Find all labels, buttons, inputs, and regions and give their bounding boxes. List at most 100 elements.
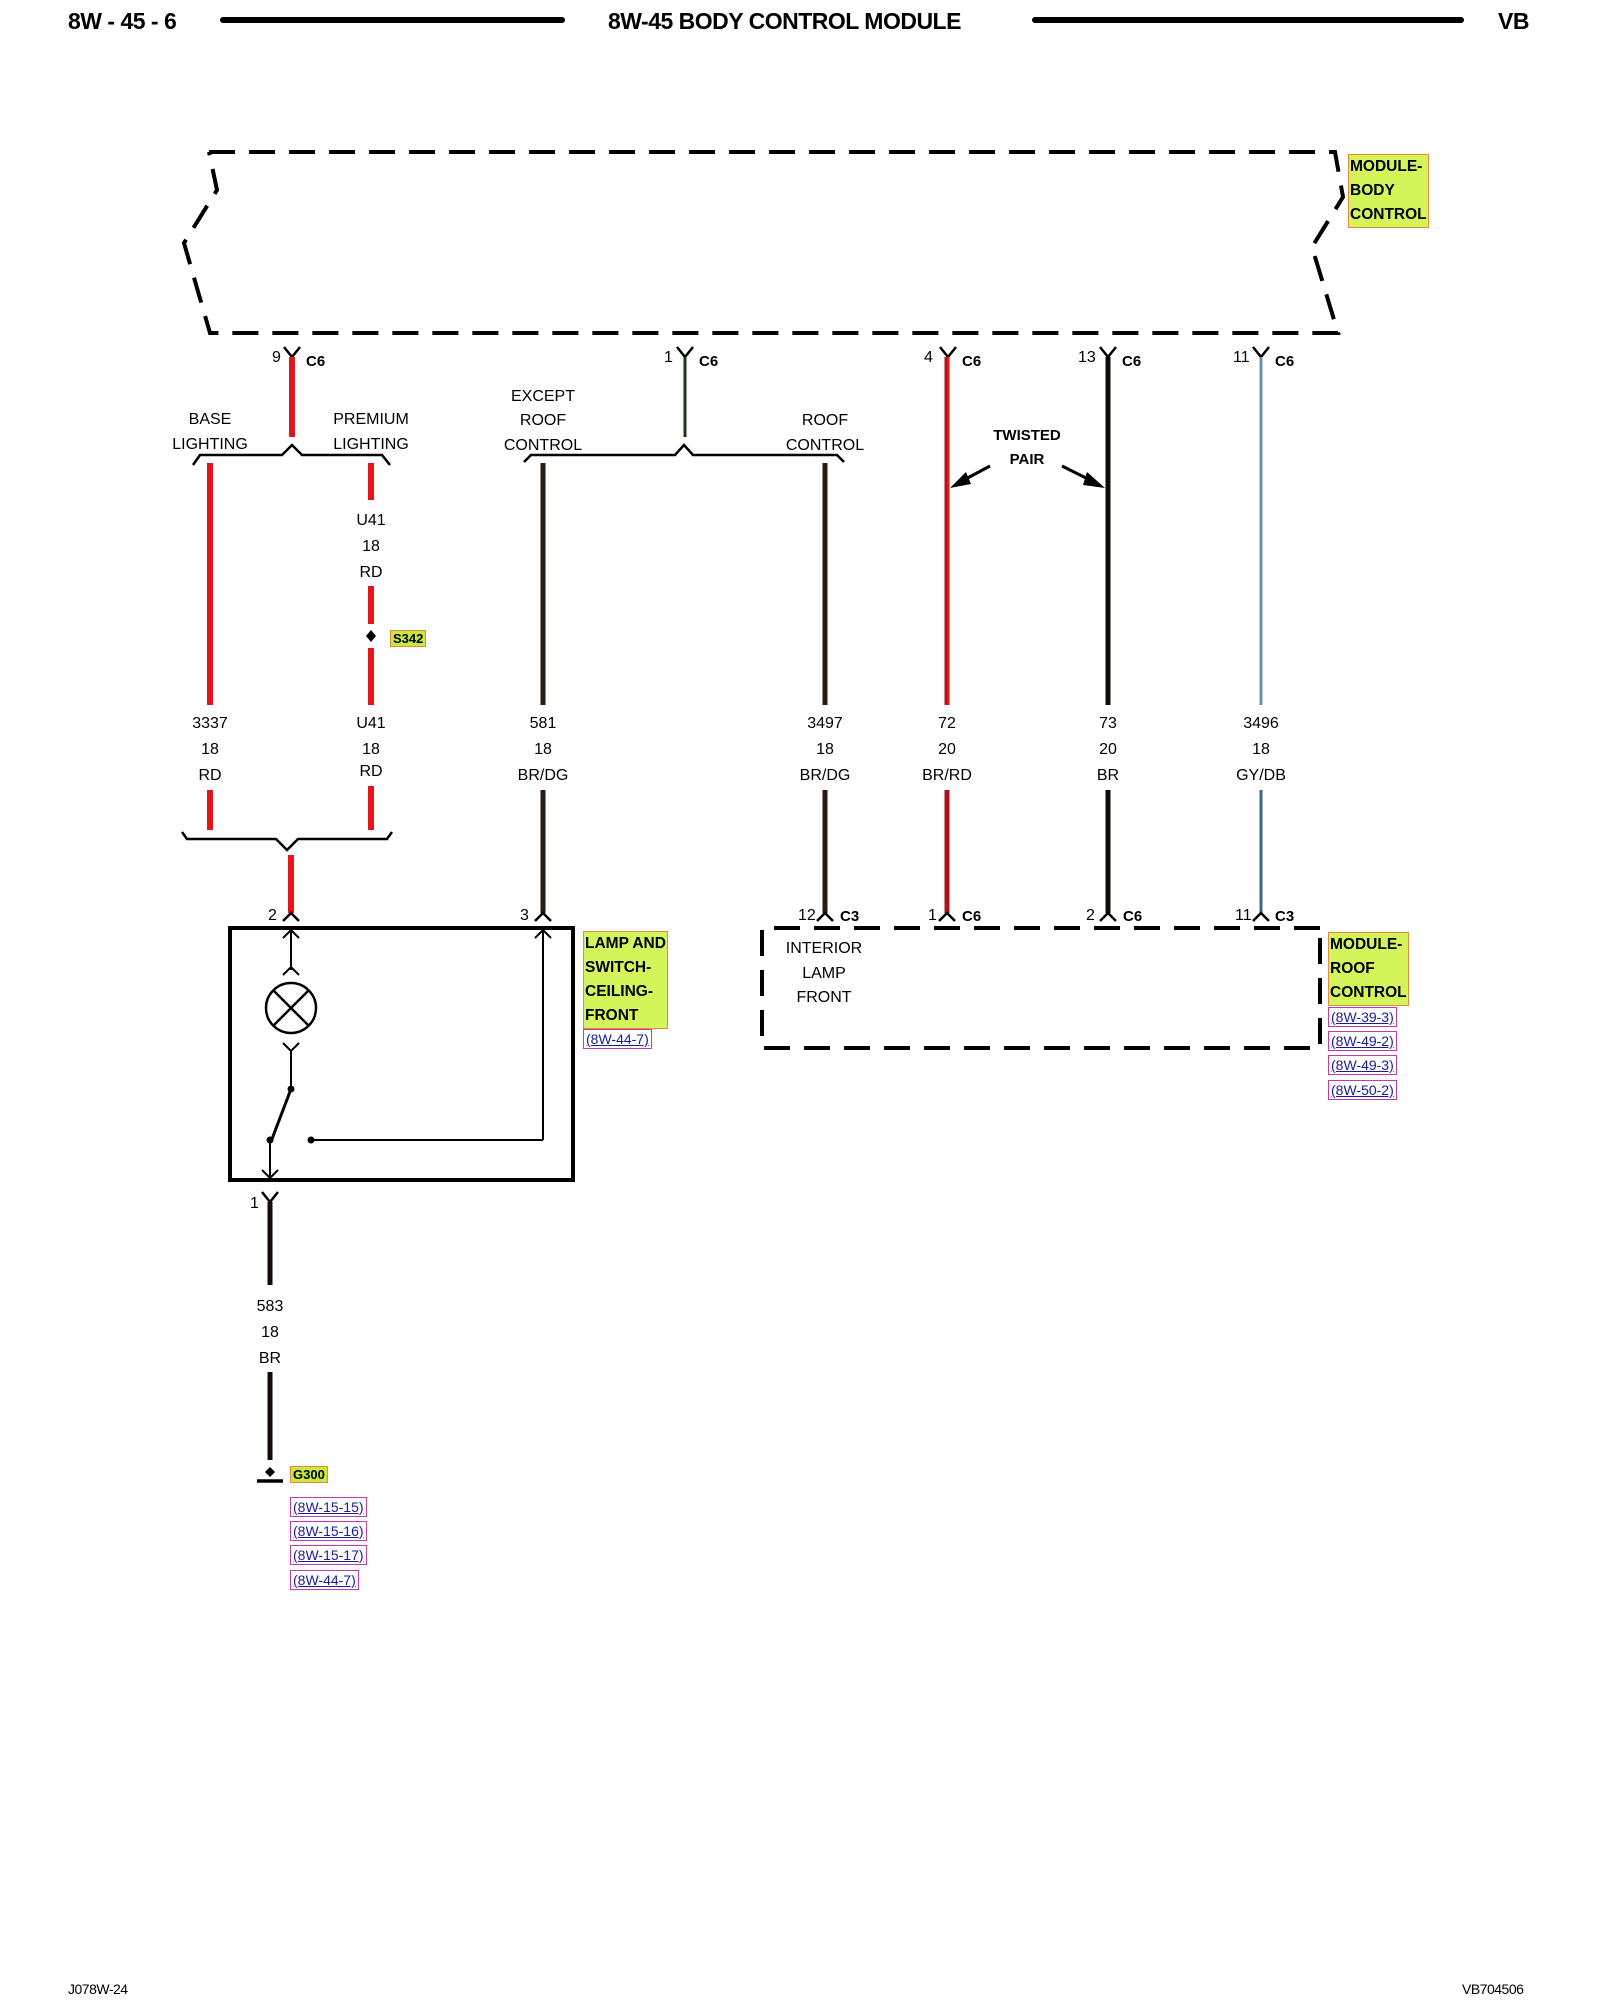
label-line: CEILING- [585,983,654,1000]
roof-control-ref-link[interactable]: (8W-49-2) [1328,1031,1397,1051]
wire-u41-color: RD [359,564,382,581]
connector-label: C6 [1122,353,1141,370]
premium-lighting-label-2: LIGHTING [333,436,409,453]
roof-control-label-2: CONTROL [786,437,864,454]
wire-3497-gauge: 18 [816,741,834,758]
splice-s342-label[interactable]: S342 [390,630,427,647]
wire-3497-circuit: 3497 [807,715,843,732]
wire-3337-circuit: 3337 [192,715,228,732]
wire-3496-color: GY/DB [1236,767,1286,784]
roof-control-label-1: ROOF [802,412,848,429]
connector-top-11-c6: 11 C6 [1233,346,1294,370]
connector-top-4-c6: 4 C6 [924,346,981,370]
wire-583-color: BR [259,1350,281,1367]
connector-roof-12-c3: 12 C3 [798,907,859,925]
pin-label: 2 [268,907,277,924]
label-line: FRONT [585,1007,639,1024]
twisted-pair-label-2: PAIR [1010,451,1045,468]
roof-control-module-label[interactable]: MODULE- ROOF CONTROL [1328,932,1409,1006]
wire-3337-gauge: 18 [201,741,219,758]
wire-581-gauge: 18 [534,741,552,758]
pin-label: 11 [1235,907,1252,924]
twisted-pair-arrow-right [1061,464,1105,488]
ground-ref-link[interactable]: (8W-15-17) [290,1545,367,1565]
lamp-switch-internal [261,928,552,1180]
pin-label: 1 [928,907,937,924]
wire-3496-circuit: 3496 [1243,715,1279,732]
ground-ref-link[interactable]: (8W-44-7) [290,1570,359,1590]
wire-72-circuit: 72 [938,715,956,732]
option-brace-merge [180,831,394,852]
option-brace-roof [523,443,845,463]
label-line: BODY [1350,182,1395,199]
twisted-pair-arrow-left [950,464,991,488]
roof-control-ref-link[interactable]: (8W-39-3) [1328,1007,1397,1027]
ground-icon [257,1467,283,1483]
wire-u41-circuit-2: U41 [356,715,385,732]
connector-lamp-pin-2: 2 [268,907,300,924]
wire-73-color: BR [1097,767,1119,784]
label-line: MODULE- [1350,158,1423,175]
ground-ref-link[interactable]: (8W-15-15) [290,1497,367,1517]
connector-top-1-c6: 1 C6 [664,346,718,370]
header-rule-right [1032,17,1464,23]
body-control-module-outline [181,150,1346,335]
pin-label: 4 [924,349,933,366]
pin-label: 3 [520,907,529,924]
footer-left-code: J078W-24 [68,1981,128,1997]
base-lighting-label-1: BASE [189,411,232,428]
label-line: SWITCH- [585,959,652,976]
roof-control-ref-link[interactable]: (8W-50-2) [1328,1080,1397,1100]
connector-top-9-c6: 9 C6 [272,346,325,370]
label-line: CONTROL [1330,984,1407,1001]
label-line: MODULE- [1330,936,1403,953]
connector-label: C6 [962,908,981,925]
connector-label: C3 [1275,908,1294,925]
wire-72-gauge: 20 [938,741,956,758]
connector-lamp-pin-3: 3 [520,907,552,924]
ground-ref-link[interactable]: (8W-15-16) [290,1521,367,1541]
pin-label: 12 [798,907,816,924]
wire-581-circuit: 581 [530,715,557,732]
page-title: 8W-45 BODY CONTROL MODULE [608,8,961,34]
wire-583-circuit: 583 [257,1298,284,1315]
connector-label: C6 [1123,908,1142,925]
twisted-pair-label-1: TWISTED [993,427,1061,444]
lamp-switch-label[interactable]: LAMP AND SWITCH- CEILING- FRONT [583,931,668,1029]
door-switch-icon [266,1085,315,1144]
body-control-module-label[interactable]: MODULE- BODY CONTROL [1348,154,1429,228]
roof-control-ref-link[interactable]: (8W-49-3) [1328,1055,1397,1075]
footer-right-code: VB704506 [1462,1981,1524,1997]
pin-label: 1 [664,349,673,366]
wire-u41-gauge-2: 18 [362,741,380,758]
interior-lamp-label-1: INTERIOR [786,940,862,957]
option-brace-lighting [191,443,391,466]
connector-label: C3 [840,908,859,925]
pin-label: 11 [1233,349,1250,366]
wire-u41-circuit: U41 [356,512,385,529]
interior-lamp-label-3: FRONT [796,989,851,1006]
connector-label: C6 [1275,353,1294,370]
label-line: CONTROL [1350,206,1427,223]
connector-roof-2-c6: 2 C6 [1086,907,1142,925]
ground-g300-label[interactable]: G300 [290,1466,328,1483]
roof-control-module-outline [760,926,1322,1050]
wire-u41-color-2: RD [359,763,382,780]
interior-lamp-label-2: LAMP [802,965,846,982]
connector-roof-11-c3: 11 C3 [1235,907,1294,925]
header-rule-left [220,17,565,23]
connector-label: C6 [306,353,325,370]
wire-583-gauge: 18 [261,1324,279,1341]
pin-label: 13 [1078,349,1096,366]
wire-72-color: BR/RD [922,767,972,784]
wire-3496-gauge: 18 [1252,741,1270,758]
premium-lighting-label-1: PREMIUM [333,411,409,428]
base-lighting-label-2: LIGHTING [172,436,248,453]
lamp-switch-ref-link[interactable]: (8W-44-7) [583,1029,652,1049]
label-line: LAMP AND [585,935,666,952]
page-number: 8W - 45 - 6 [68,8,177,34]
pin-label: 9 [272,349,281,366]
wire-3497-color: BR/DG [800,767,851,784]
connector-label: C6 [699,353,718,370]
